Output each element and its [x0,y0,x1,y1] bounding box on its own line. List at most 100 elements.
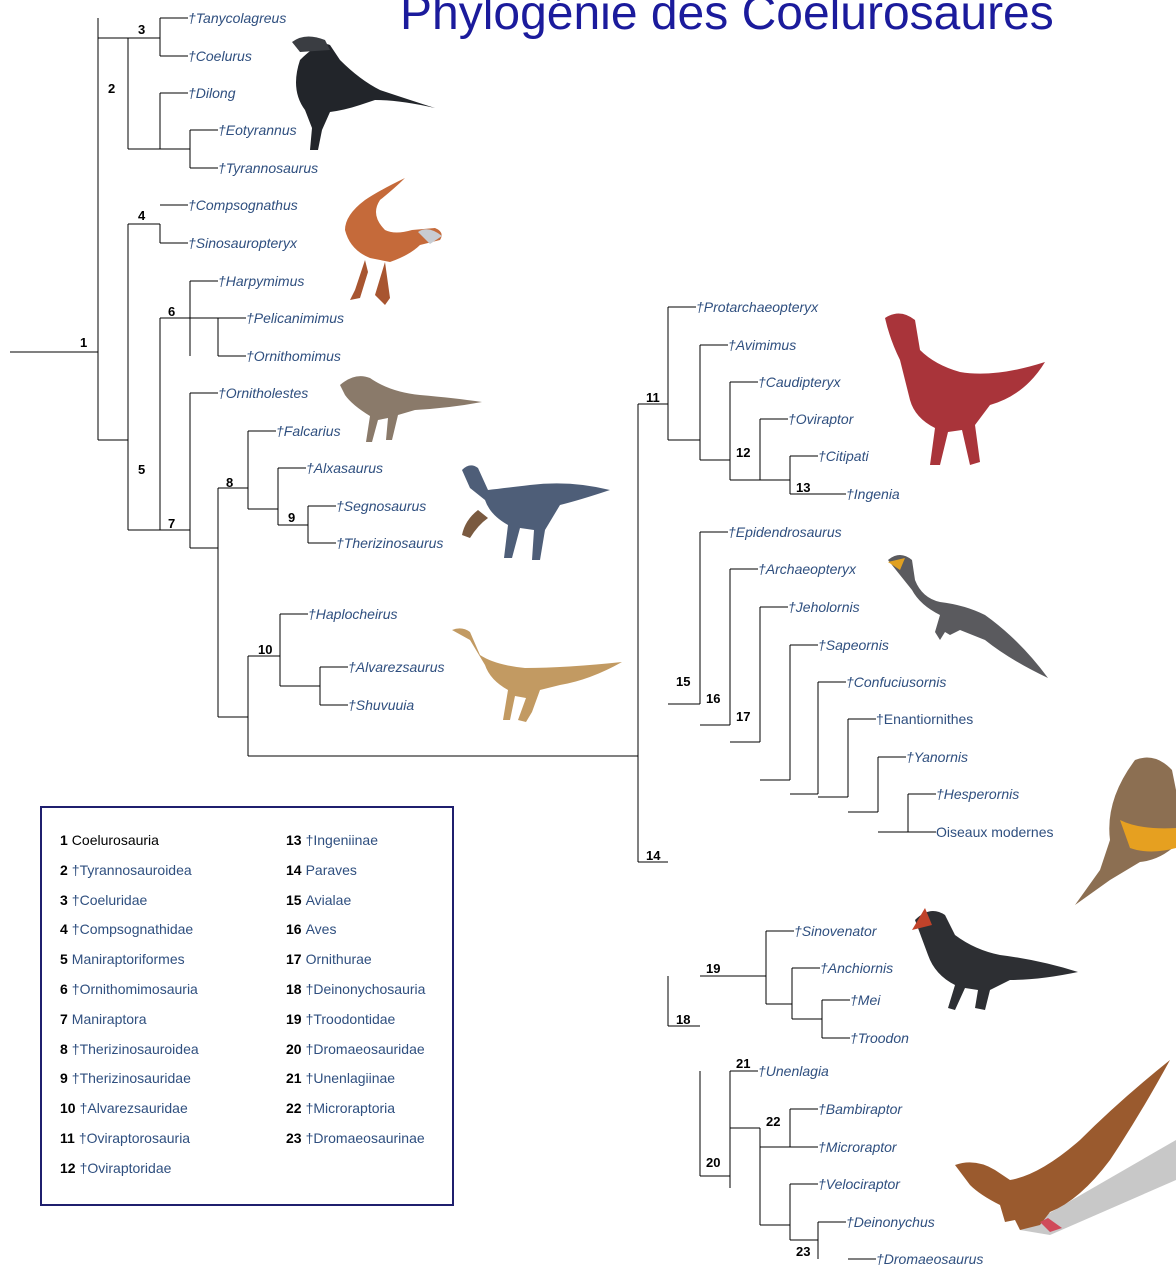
taxon-label: †Citipati [818,448,869,464]
tree-branches [10,17,936,1260]
taxon-label: †Tanycolagreus [188,10,286,26]
illustrations [292,36,1176,1235]
legend-number: 9 [60,1070,68,1087]
legend-name: †Microraptoria [305,1100,396,1117]
legend-number: 13 [286,832,302,848]
legend-number: 22 [286,1100,302,1117]
taxon-label: †Therizinosaurus [336,535,443,551]
node-number: 21 [736,1056,750,1071]
taxon-label: †Alxasaurus [306,460,383,476]
taxon-label: †Eotyrannus [218,122,297,138]
node-number: 7 [168,516,175,531]
taxon-label: †Dilong [188,85,236,101]
node-number: 18 [676,1012,690,1027]
taxon-label: †Anchiornis [820,960,893,976]
node-number: 6 [168,304,175,319]
legend-name: †Ingeniinae [305,832,378,848]
legend-item: 2†Tyrannosauroidea [60,862,192,878]
taxon-label: †Microraptor [818,1139,898,1155]
taxon-label: †Compsognathus [188,197,298,213]
node-number: 2 [108,81,115,96]
taxon-label: †Hesperornis [936,786,1019,802]
oviraptorosaur-illustration [885,313,1045,465]
legend-number: 4 [60,921,68,938]
legend-number: 14 [286,861,302,878]
legend-item: 10†Alvarezsauridae [60,1100,188,1116]
legend-number: 16 [286,921,302,938]
taxon-label: †Bambiraptor [818,1101,903,1117]
taxon-label: †Sinovenator [794,923,878,939]
node-number: 17 [736,709,750,724]
legend-item: 18†Deinonychosauria [286,981,425,997]
node-number: 4 [138,208,146,223]
legend-number: 8 [60,1040,68,1057]
taxon-label: †Haplocheirus [308,606,398,622]
taxon-label: †Ornitholestes [218,385,308,401]
taxon-label: †Enantiornithes [876,711,973,727]
node-number: 20 [706,1155,720,1170]
legend-name: Paraves [305,861,357,878]
taxon-label: †Avimimus [728,337,796,353]
legend-name: †Therizinosauroidea [71,1040,199,1057]
node-number: 15 [676,674,690,689]
taxon-labels: †Tanycolagreus †Coelurus †Dilong †Eotyrannu… [188,10,1054,1267]
legend-name: Maniraptora [71,1010,147,1027]
legend-name: †Coeluridae [71,891,148,908]
taxon-label: †Coelurus [188,48,252,64]
node-number: 23 [796,1244,810,1259]
archaeopteryx-illustration [888,555,1048,678]
legend-name: †Compsognathidae [71,921,194,938]
taxon-label: †Ornithomimus [246,348,341,364]
taxon-label: †Harpymimus [218,273,304,289]
node-number: 8 [226,475,233,490]
legend-name: †Oviraptorosauria [78,1130,191,1146]
legend-number: 12 [60,1159,76,1176]
legend-item: 13†Ingeniinae [286,832,378,848]
taxon-label: †Jeholornis [788,599,860,615]
legend-name: Ornithurae [305,951,372,968]
taxon-label: †Ingenia [846,486,900,502]
legend-name: †Ornithomimosauria [71,981,198,997]
legend-number: 19 [286,1010,302,1027]
legend-name: †Alvarezsauridae [79,1100,188,1117]
node-number: 5 [138,462,145,477]
taxon-label: †Shuvuuia [348,697,414,713]
taxon-label: †Pelicanimimus [246,310,344,326]
legend-item: 21†Unenlagiinae [286,1070,395,1086]
taxon-label: †Velociraptor [818,1176,901,1192]
taxon-label: †Caudipteryx [758,374,841,390]
legend-item: 22†Microraptoria [286,1100,395,1116]
legend-item: 8†Therizinosauroidea [60,1041,199,1057]
legend-item: 9†Therizinosauridae [60,1070,191,1086]
node-number: 12 [736,445,750,460]
legend-name: †Deinonychosauria [305,981,426,997]
legend-item: 3†Coeluridae [60,892,147,908]
taxon-label: †Mei [850,992,881,1008]
alvarezsaurus-illustration [452,628,622,722]
legend-number: 6 [60,981,68,997]
node-number: 1 [80,335,87,350]
legend-number: 17 [286,951,302,968]
taxon-label: †Oviraptor [788,411,855,427]
legend-number: 23 [286,1130,302,1146]
legend-item: 12†Oviraptoridae [60,1160,171,1176]
page-title: Phylogénie des Coelurosaures [400,0,1054,40]
velociraptor-illustration [955,1060,1176,1235]
sinosauropteryx-illustration [345,178,442,305]
taxon-label: †Troodon [850,1030,909,1046]
legend-number: 1 [60,832,68,848]
legend-item: 20†Dromaeosauridae [286,1041,425,1057]
legend-item: 4†Compsognathidae [60,921,193,937]
node-number: 16 [706,691,720,706]
anchiornis-illustration [912,908,1078,1010]
legend-name: Avialae [305,891,352,908]
taxon-label: †Sinosauropteryx [188,235,298,251]
legend-number: 21 [286,1070,302,1087]
